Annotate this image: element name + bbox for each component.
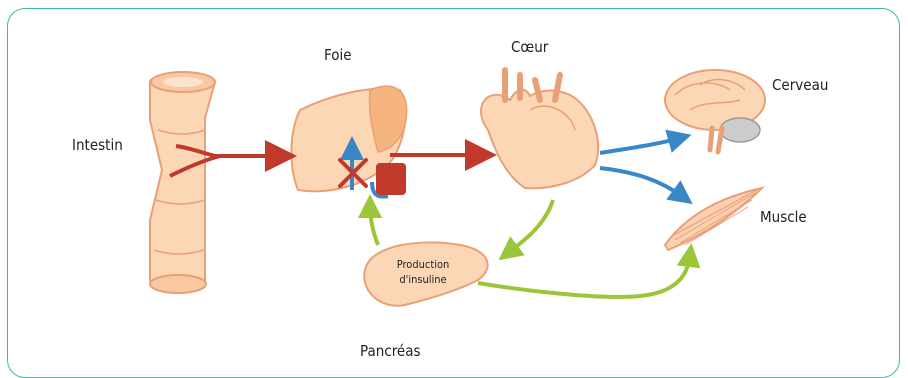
label-pancreas: Pancréas <box>360 342 421 360</box>
label-intestin: Intestin <box>72 136 123 154</box>
label-cerveau: Cerveau <box>772 76 828 94</box>
intestine-illustration <box>150 72 215 293</box>
label-foie: Foie <box>324 46 352 64</box>
heart-illustration <box>481 70 598 188</box>
label-production-insuline-line2: d'insuline <box>380 272 466 287</box>
label-coeur: Cœur <box>511 38 548 56</box>
label-production-insuline: Production d'insuline <box>380 257 466 287</box>
muscle-illustration <box>665 188 762 250</box>
label-muscle: Muscle <box>760 208 807 226</box>
distribution-arrows <box>600 138 683 197</box>
label-production-insuline-line1: Production <box>380 257 466 272</box>
